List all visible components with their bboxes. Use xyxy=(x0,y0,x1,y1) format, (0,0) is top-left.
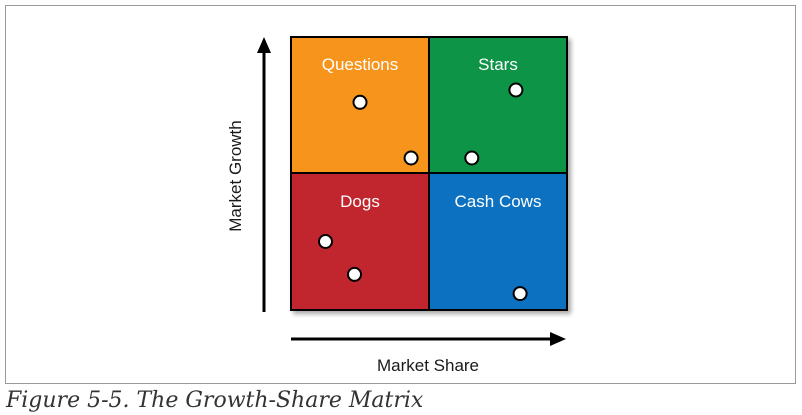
quadrant-label-cash-cows: Cash Cows xyxy=(455,192,542,211)
x-axis-label: Market Share xyxy=(377,356,479,375)
x-axis-arrow xyxy=(291,332,566,346)
quadrant-label-questions: Questions xyxy=(322,55,399,74)
data-points xyxy=(318,82,528,302)
data-point-stars-3 xyxy=(464,150,480,166)
data-point-dogs-5 xyxy=(347,266,362,282)
quadrant-label-stars: Stars xyxy=(478,55,518,74)
quadrant-stars xyxy=(428,36,568,174)
data-point-stars-2 xyxy=(508,82,524,98)
figure-caption: Figure 5-5. The Growth-Share Matrix xyxy=(6,388,424,413)
y-axis-label: Market Growth xyxy=(226,120,245,231)
quadrant-cash-cows xyxy=(428,172,568,311)
y-axis-arrow xyxy=(257,37,271,312)
data-point-dogs-4 xyxy=(318,234,333,249)
quadrant-dogs xyxy=(290,172,430,311)
data-point-questions-1 xyxy=(403,150,419,166)
data-point-cash-cows-6 xyxy=(512,286,528,302)
data-point-questions-0 xyxy=(352,94,368,110)
matrix-grid xyxy=(290,36,568,311)
quadrant-label-dogs: Dogs xyxy=(340,192,380,211)
